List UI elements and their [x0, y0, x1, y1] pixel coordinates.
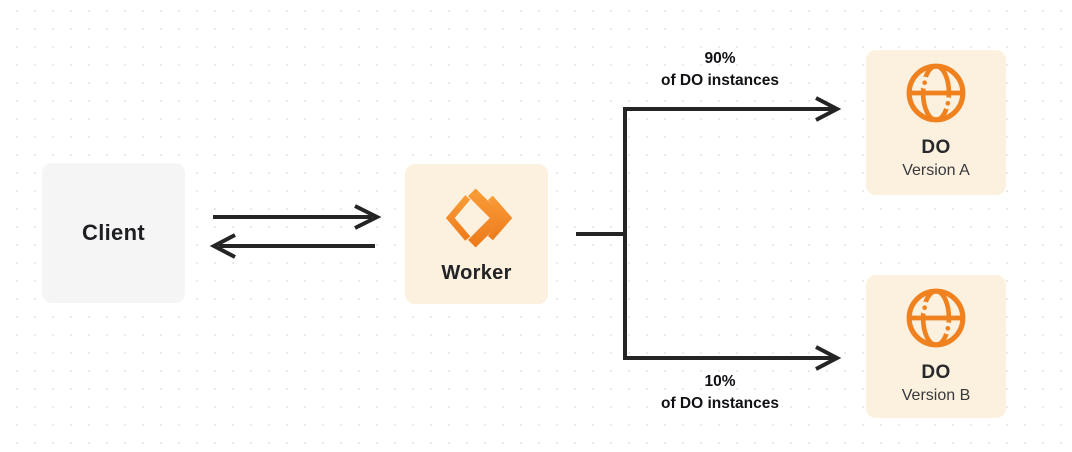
globe-icon: [906, 63, 966, 123]
do-version-a-node: DO Version A: [866, 50, 1006, 195]
arrowhead-to-do-b: [815, 345, 842, 371]
worker-node: Worker: [405, 164, 548, 304]
branch-a-percentage: 90%: [704, 50, 736, 67]
client-node: Client: [42, 163, 185, 303]
worker-label: Worker: [441, 262, 512, 284]
workers-logo-icon: [445, 188, 512, 248]
branch-trunk: [623, 107, 833, 360]
branch-a-label: 90% of DO instances: [610, 48, 830, 92]
do-a-subtitle: Version A: [902, 162, 970, 179]
do-b-title: DO: [921, 362, 951, 383]
arrow-worker-to-client: [209, 233, 375, 259]
do-version-b-node: DO Version B: [866, 275, 1006, 418]
branch-b-caption: of DO instances: [661, 395, 779, 412]
globe-icon: [906, 288, 966, 348]
branch-b-percentage: 10%: [704, 373, 736, 390]
arrowhead-to-do-a: [815, 96, 842, 122]
do-a-title: DO: [921, 137, 951, 158]
client-label: Client: [82, 220, 145, 245]
branch-a-caption: of DO instances: [661, 72, 779, 89]
do-b-subtitle: Version B: [901, 387, 971, 404]
arrow-client-to-worker: [213, 204, 382, 230]
branch-b-label: 10% of DO instances: [610, 371, 830, 415]
